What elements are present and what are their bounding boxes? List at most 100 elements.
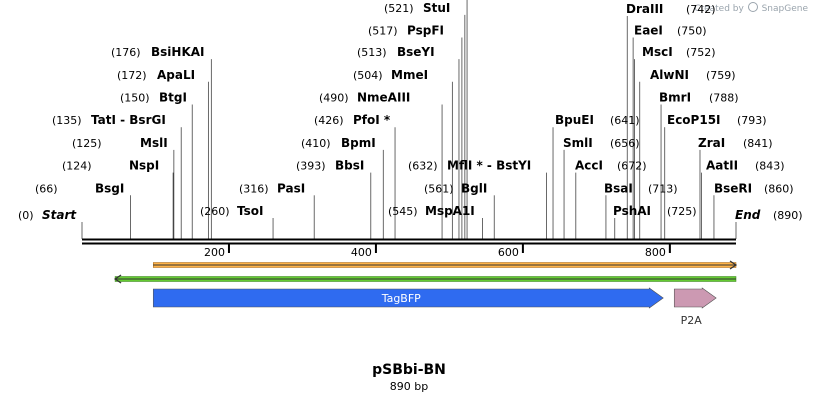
site-bmri[interactable]: (788)BmrI: [659, 91, 739, 105]
end-label: End: [735, 208, 761, 222]
site-bgli[interactable]: (561) BglI: [424, 181, 487, 195]
orf-arrowhead: [729, 260, 738, 270]
site-position: (504): [353, 69, 383, 82]
site-name: AatII: [706, 159, 738, 173]
orf-arrows: [113, 260, 738, 284]
site-draiii[interactable]: (742) DraIII: [626, 2, 716, 16]
site-position: (521): [384, 2, 414, 15]
linear-map: (66) BsgI (124)NspI (125)MslI (135)TatI - Bs…: [18, 0, 803, 327]
site-position: (656): [610, 137, 640, 150]
site-position: (561): [424, 182, 454, 195]
site-acci[interactable]: (672)AccI: [575, 159, 647, 173]
site-name: MscI: [642, 45, 673, 59]
site-smli[interactable]: (656) SmlI: [563, 136, 640, 150]
site-apali[interactable]: (172) ApaLI: [117, 68, 195, 82]
site-position: (632): [408, 160, 438, 173]
site-position: (135): [52, 114, 82, 127]
site-position: (752): [686, 46, 716, 59]
ruler-tick-label: 600: [498, 246, 519, 259]
site-pspfi[interactable]: (517) PspFI: [368, 24, 444, 38]
site-bsihkai[interactable]: (176) BsiHKAI: [111, 45, 205, 59]
site-position: (672): [617, 160, 647, 173]
feature-p2a[interactable]: [673, 287, 717, 309]
site-bseri[interactable]: (860)BseRI: [714, 181, 794, 195]
site-bsgi[interactable]: (66) BsgI: [35, 181, 124, 195]
site-pfoi[interactable]: (426)PfoI *: [314, 113, 391, 127]
site-position: (176): [111, 46, 141, 59]
site-nmeaiii[interactable]: (490)NmeAIII: [319, 91, 410, 105]
site-msli[interactable]: (125)MslI: [72, 136, 168, 150]
site-name: ApaLI: [157, 68, 195, 82]
site-bpmi[interactable]: (410)BpmI: [301, 136, 376, 150]
site-position: (759): [706, 69, 736, 82]
site-position: (260): [200, 205, 230, 218]
ruler-tick-label: 200: [204, 246, 225, 259]
site-name: PspFI: [407, 24, 444, 38]
site-position: (725): [667, 205, 697, 218]
site-position: (517): [368, 25, 398, 38]
site-pshai[interactable]: (725)PshAI: [613, 204, 697, 218]
orf-arrowhead: [113, 274, 122, 284]
site-name: MflI * - BstYI: [447, 159, 531, 173]
site-position: (150): [120, 92, 150, 105]
ruler: 200 400 600 800: [204, 244, 671, 259]
site-bbsi[interactable]: (393)BbsI: [296, 159, 364, 173]
site-position: (742): [686, 3, 716, 16]
site-stui[interactable]: (521) StuI: [384, 1, 450, 15]
site-name: BsiHKAI: [151, 45, 205, 59]
site-aatii[interactable]: (843) AatII: [706, 159, 785, 173]
site-pasi[interactable]: (316)PasI: [239, 181, 305, 195]
site-name: BseRI: [714, 181, 752, 195]
site-ecop15i[interactable]: (793)EcoP15I: [667, 113, 767, 127]
site-alwni[interactable]: (759) AlwNI: [650, 68, 736, 82]
site-name: NspI: [129, 159, 159, 173]
site-name: PfoI *: [353, 113, 391, 127]
start-position: (0): [18, 209, 34, 222]
site-name: MspA1I: [425, 204, 475, 218]
site-name: StuI: [423, 1, 450, 15]
site-tsoi[interactable]: (260) TsoI: [200, 204, 263, 218]
snapgene-logo-icon: [747, 2, 758, 12]
ruler-tick-label: 800: [645, 246, 666, 259]
site-zrai[interactable]: (841)ZraI: [698, 136, 773, 150]
site-position: (713): [648, 182, 678, 195]
site-btgi[interactable]: (150) BtgI: [120, 91, 187, 105]
site-eaei[interactable]: (750)EaeI: [634, 24, 707, 38]
site-name: BsgI: [95, 181, 124, 195]
feature-label: TagBFP: [381, 292, 421, 305]
site-name: TsoI: [237, 204, 263, 218]
snapgene-credit: Created by SnapGene: [694, 2, 808, 14]
site-mmei[interactable]: (504)MmeI: [353, 68, 428, 82]
site-lines: [81, 0, 737, 239]
site-position: (843): [755, 160, 785, 173]
site-name: BtgI: [159, 91, 187, 105]
site-name: BseYI: [397, 45, 435, 59]
site-position: (490): [319, 92, 349, 105]
site-position: (641): [610, 114, 640, 127]
site-name: BmrI: [659, 91, 691, 105]
site-name: DraIII: [626, 2, 663, 16]
site-position: (750): [677, 25, 707, 38]
site-position: (316): [239, 182, 269, 195]
site-name: AlwNI: [650, 68, 689, 82]
site-mspa1i[interactable]: (545)MspA1I: [388, 204, 475, 218]
site-position: (793): [737, 114, 767, 127]
site-msci[interactable]: (752) MscI: [642, 45, 716, 59]
site-bsai[interactable]: (713)BsaI: [604, 181, 678, 195]
site-position: (172): [117, 69, 147, 82]
site-name: BglI: [461, 181, 487, 195]
site-position: (66): [35, 182, 58, 195]
site-nspi[interactable]: (124)NspI: [62, 159, 159, 173]
feature-tagbfp[interactable]: [152, 287, 664, 309]
site-position: (125): [72, 137, 102, 150]
site-bpuei[interactable]: (641)BpuEI: [555, 113, 640, 127]
site-bseyi[interactable]: (513)BseYI: [357, 45, 435, 59]
site-name: BpmI: [341, 136, 376, 150]
site-name: SmlI: [563, 136, 593, 150]
site-mfli[interactable]: (632) MflI * - BstYI: [408, 159, 531, 173]
site-name: ZraI: [698, 136, 725, 150]
site-tati-bsrgi[interactable]: (135)TatI - BsrGI: [52, 113, 166, 127]
ruler-tick-label: 400: [351, 246, 372, 259]
site-name: BbsI: [335, 159, 364, 173]
start-label: Start: [42, 208, 77, 222]
